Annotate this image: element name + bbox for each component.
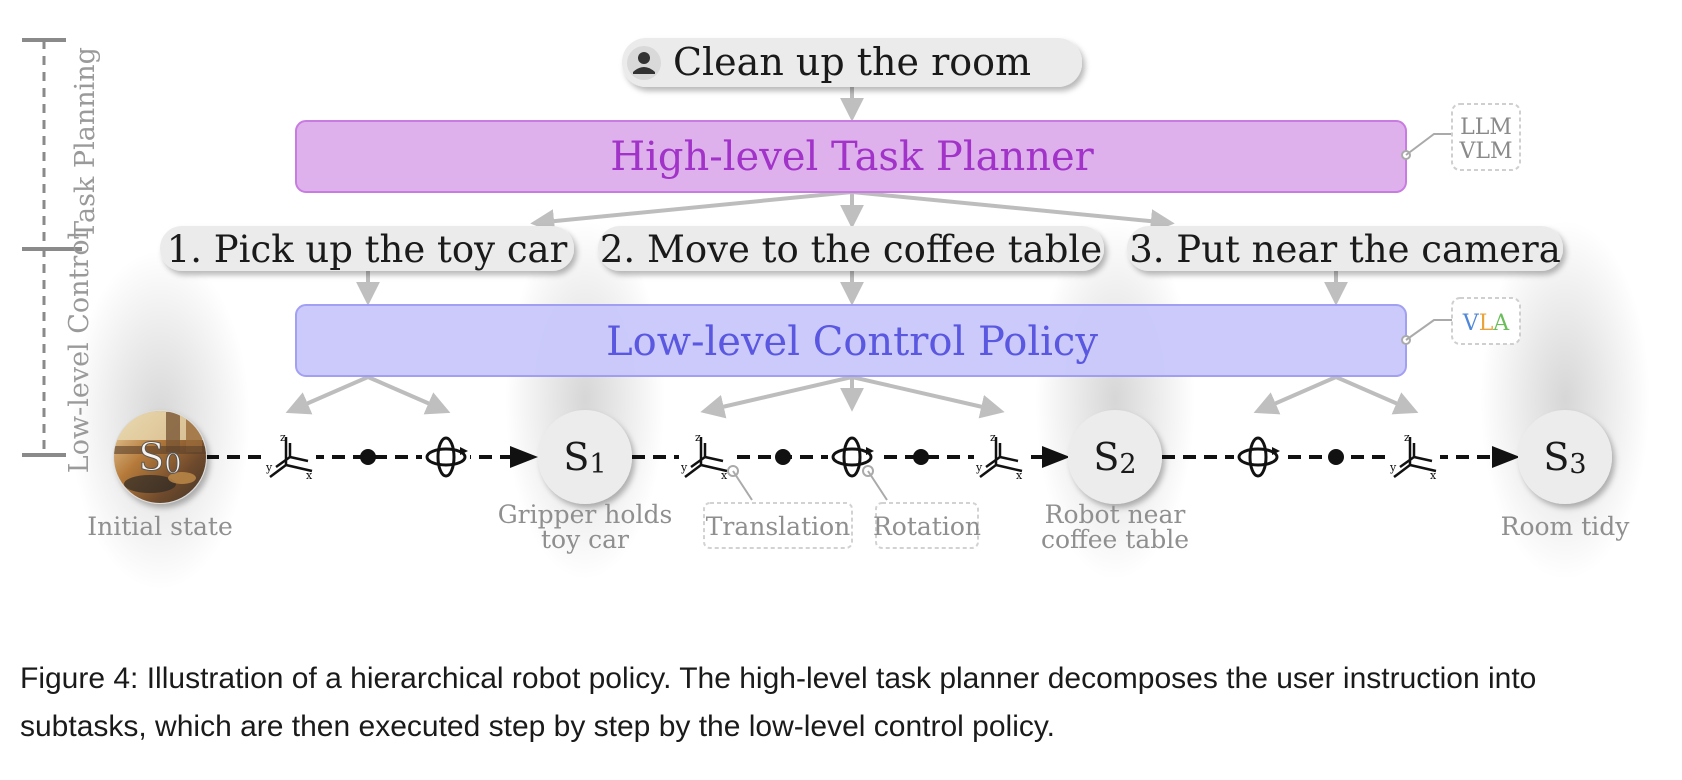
caption-line-2: subtasks, which are then executed step b… — [20, 710, 1055, 743]
rotation-callout: Rotation — [862, 465, 981, 549]
state-s1: S1 Gripper holds toy car — [498, 410, 673, 554]
low-level-policy: Low-level Control Policy VLA — [295, 297, 1521, 377]
svg-text:y: y — [975, 461, 983, 474]
state-s1-caption-line2: toy car — [541, 525, 629, 554]
subtask-2-text: 2. Move to the coffee table — [600, 228, 1102, 271]
subtask-pill-3: 3. Put near the camera — [1127, 226, 1563, 271]
high-level-planner: High-level Task Planner LLM VLM — [295, 103, 1521, 193]
waypoint-dot — [775, 449, 791, 465]
subtask-1-text: 1. Pick up the toy car — [167, 228, 568, 271]
side-label-task-planning: Task Planning — [70, 47, 101, 239]
state-s2-caption-line2: coffee table — [1041, 525, 1189, 554]
svg-text:y: y — [1389, 461, 1397, 474]
state-s1-caption-line1: Gripper holds — [498, 500, 673, 529]
state-s2-caption-line1: Robot near — [1045, 500, 1186, 529]
svg-text:x: x — [306, 469, 313, 482]
arrowhead — [1042, 446, 1070, 468]
waypoint-dot — [1328, 449, 1344, 465]
figure-caption: Figure 4: Illustration of a hierarchical… — [20, 655, 1680, 751]
svg-text:z: z — [280, 431, 286, 444]
policy-tag-vla: VLA — [1462, 311, 1511, 336]
axes-translation-icon: z y x — [1388, 431, 1440, 483]
instruction-text: Clean up the room — [673, 40, 1031, 84]
planner-tag-vlm: VLM — [1458, 139, 1512, 164]
connector-arrows — [285, 87, 1419, 419]
policy-model-tag — [1451, 297, 1521, 345]
svg-text:z: z — [990, 431, 996, 444]
state-s3: S3 Room tidy — [1501, 410, 1631, 541]
translation-callout: Translation — [703, 465, 853, 549]
arrowhead — [1492, 446, 1520, 468]
subtask-3-text: 3. Put near the camera — [1129, 228, 1561, 271]
subtask-pill-1: 1. Pick up the toy car — [160, 226, 574, 271]
state-s3-caption: Room tidy — [1501, 512, 1631, 541]
state-s2: S2 Robot near coffee table — [1041, 410, 1189, 554]
caption-line-1: Figure 4: Illustration of a hierarchical… — [20, 662, 1537, 695]
rotation-label: Rotation — [873, 512, 981, 541]
stage-bracket — [22, 38, 82, 457]
user-icon — [627, 46, 661, 80]
svg-text:x: x — [1016, 469, 1023, 482]
svg-text:y: y — [680, 461, 688, 474]
waypoint-dot — [913, 449, 929, 465]
rotation-gizmo-icon — [1234, 433, 1282, 481]
instruction-pill: Clean up the room — [622, 38, 1082, 87]
axes-translation-icon: z y x — [974, 431, 1026, 483]
planner-tag-llm: LLM — [1460, 115, 1512, 140]
state-s0: S0 Initial state — [87, 410, 233, 541]
hierarchical-policy-diagram: Task Planning Low-level Control Clean up… — [22, 38, 1650, 590]
rotation-gizmo-icon — [422, 433, 470, 481]
policy-label: Low-level Control Policy — [606, 319, 1098, 365]
state-s0-caption: Initial state — [87, 512, 232, 541]
axes-translation-icon: z y x — [679, 431, 731, 483]
translation-label: Translation — [706, 512, 851, 541]
arrowhead — [510, 446, 538, 468]
state-s1-label: S1 — [563, 435, 606, 480]
room-photo — [114, 411, 206, 503]
planner-model-tag — [1451, 103, 1521, 171]
subtask-pill-2: 2. Move to the coffee table — [598, 226, 1104, 271]
state-s3-label: S3 — [1543, 435, 1586, 480]
axes-translation-icon: z y x — [264, 431, 316, 483]
planner-label: High-level Task Planner — [610, 134, 1094, 180]
state-s2-label: S2 — [1093, 435, 1136, 480]
waypoint-dot — [360, 449, 376, 465]
svg-text:y: y — [265, 461, 273, 474]
side-label-low-level-control: Low-level Control — [64, 231, 95, 473]
svg-text:x: x — [721, 469, 728, 482]
svg-text:z: z — [1404, 431, 1410, 444]
svg-text:x: x — [1430, 469, 1437, 482]
state-s0-label: S0 — [138, 435, 181, 480]
svg-text:z: z — [695, 431, 701, 444]
